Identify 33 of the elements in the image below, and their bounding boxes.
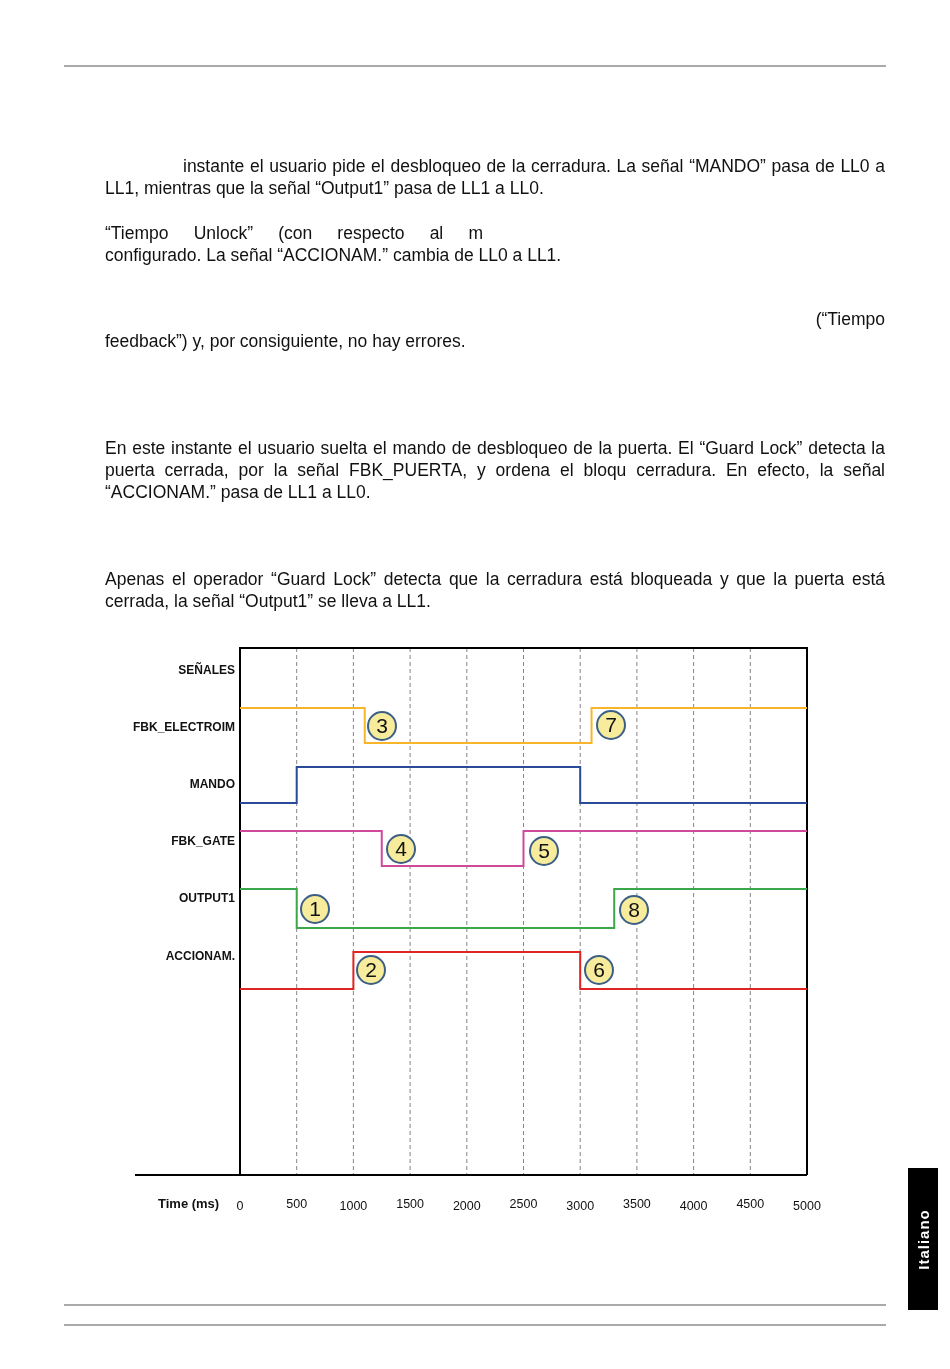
callout-number: 4: [386, 834, 416, 864]
signal-name: FBK_ELECTROIM: [132, 720, 235, 734]
tick-label: 3500: [622, 1197, 652, 1211]
paragraph: En este instante el usuario suelta el mando de desbloqueo de la puerta. El “Guard Lock” detecta la puerta cerrada, por la señal FBK_PUERTA, y ordena el bloqu cerradura. En efecto, la señal “ACCIONAM.” pasa de LL1 a LL0.: [105, 437, 885, 503]
signal-name: ACCIONAM.: [164, 949, 235, 963]
callout-number: 2: [356, 955, 386, 985]
signal-name: OUTPUT1: [178, 891, 235, 905]
tick-label: 2000: [451, 1199, 482, 1213]
signal-name: FBK_GATE: [170, 834, 235, 848]
tick-label: 500: [285, 1197, 309, 1211]
tick-label: 1500: [395, 1197, 425, 1211]
signal-name: MANDO: [188, 777, 235, 791]
tick-label: 2500: [508, 1197, 539, 1211]
callout-number: 3: [367, 711, 397, 741]
signal-name: SEÑALES: [177, 663, 235, 677]
paragraph: (“Tiempo: [814, 308, 885, 330]
tick-label: 3000: [565, 1199, 596, 1213]
tick-label: 5000: [792, 1199, 822, 1213]
callout-number: 6: [584, 955, 614, 985]
paragraph: feedback”) y, por consiguiente, no hay errores.: [105, 330, 467, 352]
paragraph: configurado. La señal “ACCIONAM.” cambia de LL0 a LL1.: [105, 244, 563, 266]
axis-title: Time (ms): [158, 1196, 220, 1211]
tick-label: 4000: [678, 1199, 709, 1213]
language-tab: Italiano: [908, 1168, 938, 1310]
paragraph: instante el usuario pide el desbloqueo de la cerradura. La señal “MANDO” pasa de LL0 a LL1, mientras que la señal “Output1” pasa de LL1 a LL0.: [105, 155, 885, 199]
paragraph: “Tiempo Unlock” (con respecto al m: [105, 222, 483, 244]
callout-number: 1: [300, 894, 330, 924]
callout-number: 8: [619, 895, 649, 925]
callout-number: 5: [529, 836, 559, 866]
callout-number: 7: [596, 710, 626, 740]
tick-label: 4500: [735, 1197, 766, 1211]
tick-label: 1000: [338, 1199, 369, 1213]
paragraph: Apenas el operador “Guard Lock” detecta que la cerradura está bloqueada y que la puerta está cerrada, la señal “Output1” se lleva a LL1.: [105, 568, 885, 612]
